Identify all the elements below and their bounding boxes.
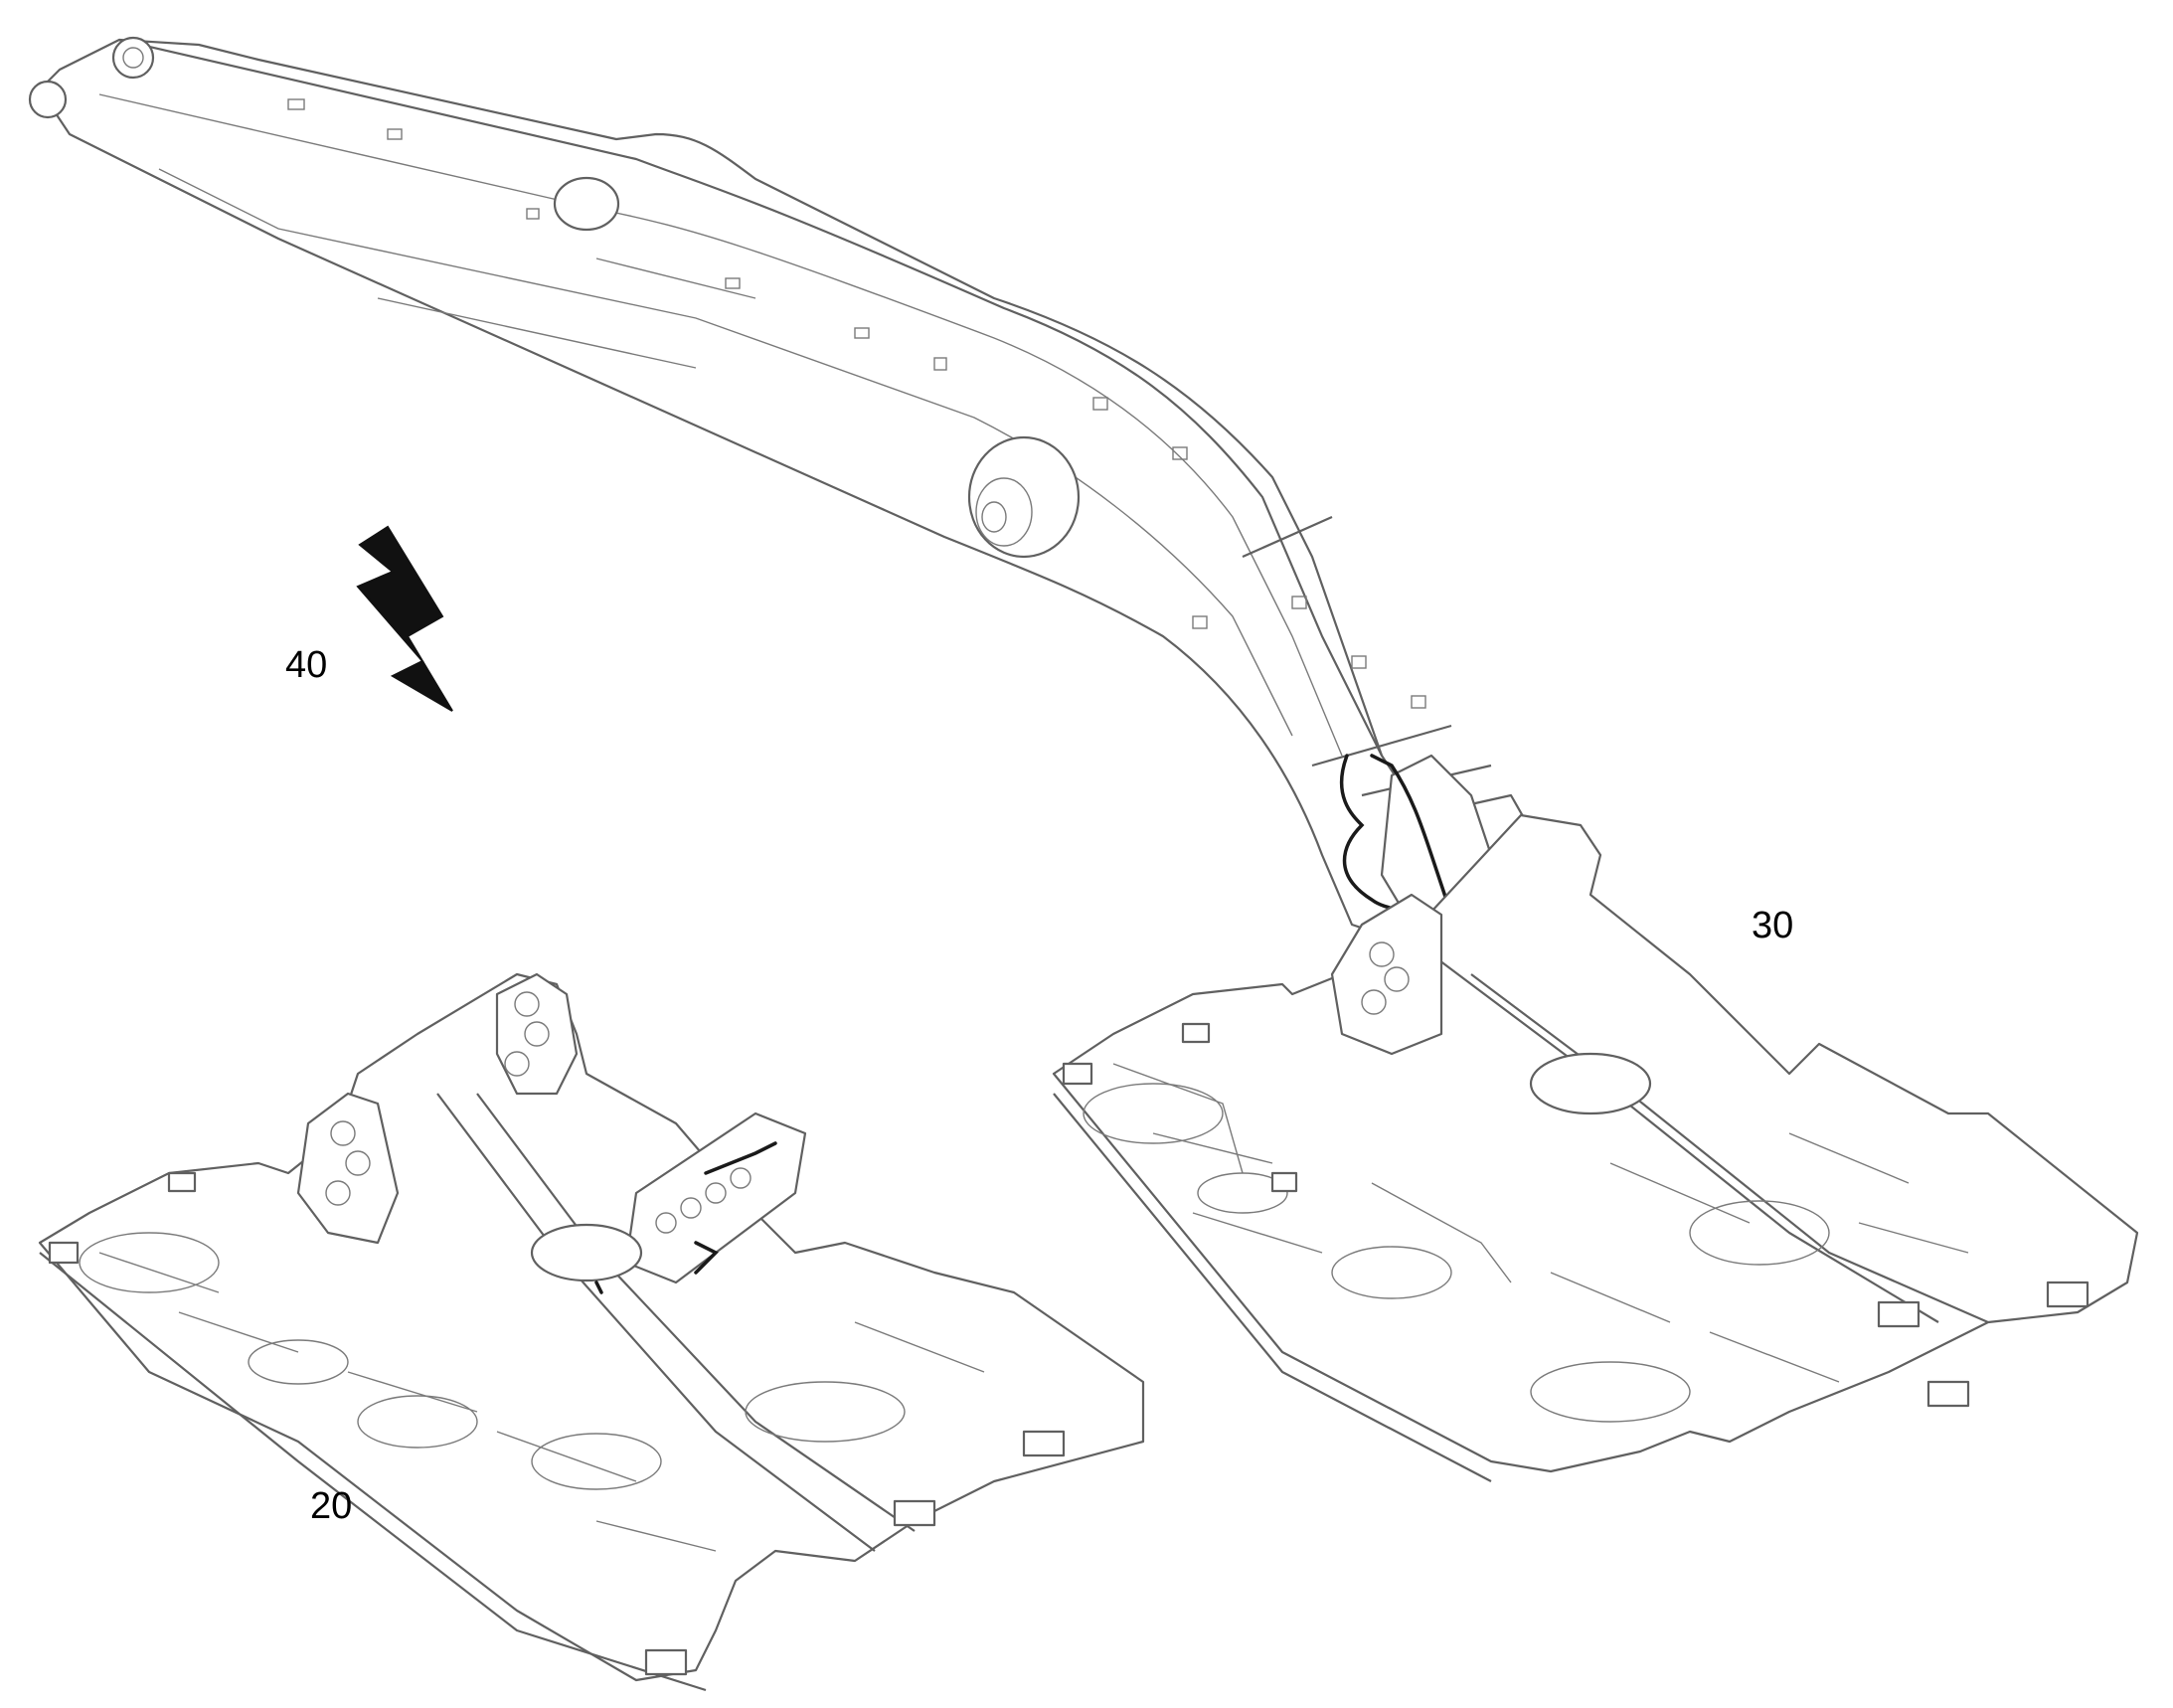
frame-30-cross-members xyxy=(1083,1063,1969,1423)
frame-20-assembly xyxy=(38,972,1145,1692)
frame-20-center-beam-2 xyxy=(476,1093,916,1532)
lightning-bolt-icon xyxy=(356,525,453,712)
boom-underside-line xyxy=(158,168,1293,737)
frame-20-tower-left xyxy=(296,1092,400,1245)
boom-bushing xyxy=(553,176,620,232)
boom-body xyxy=(38,38,1553,946)
frame-20-outline xyxy=(38,972,1145,1682)
frame-20-wire-harness xyxy=(594,1141,777,1294)
reference-label-20: 20 xyxy=(310,1485,353,1527)
frame-30-center-beam xyxy=(1430,953,1939,1323)
boom-top-edge xyxy=(118,38,1383,757)
boom-assembly xyxy=(28,36,1553,946)
frame-30-tower xyxy=(1330,893,1443,1056)
frame-20-center-beam xyxy=(436,1093,876,1552)
frame-30-pads xyxy=(1062,1022,2089,1408)
frame-20-cross-members xyxy=(79,1232,985,1552)
frame-30-swing-ring xyxy=(1529,1052,1652,1115)
frame-20-front-rail xyxy=(39,1252,707,1692)
boom-tip-pin xyxy=(111,36,155,80)
boom-tip-pin-lower xyxy=(28,80,68,119)
reference-label-40: 40 xyxy=(285,644,328,686)
reference-label-30: 30 xyxy=(1752,905,1794,946)
frame-20-swing-ring xyxy=(530,1223,643,1282)
boom-brackets xyxy=(287,98,1426,709)
frame-20-tower-right xyxy=(495,972,579,1096)
boom-brace-lines xyxy=(377,257,756,369)
frame-30-outline xyxy=(1052,813,2139,1473)
frame-30-assembly xyxy=(1052,813,2139,1482)
cylinder-mount xyxy=(967,435,1081,559)
frame-20-pads xyxy=(48,1171,1066,1676)
frame-30-center-beam-2 xyxy=(1470,973,1989,1324)
boom-tip-pin-inner xyxy=(122,47,144,69)
frame-30-front-rail xyxy=(1053,1093,1492,1482)
